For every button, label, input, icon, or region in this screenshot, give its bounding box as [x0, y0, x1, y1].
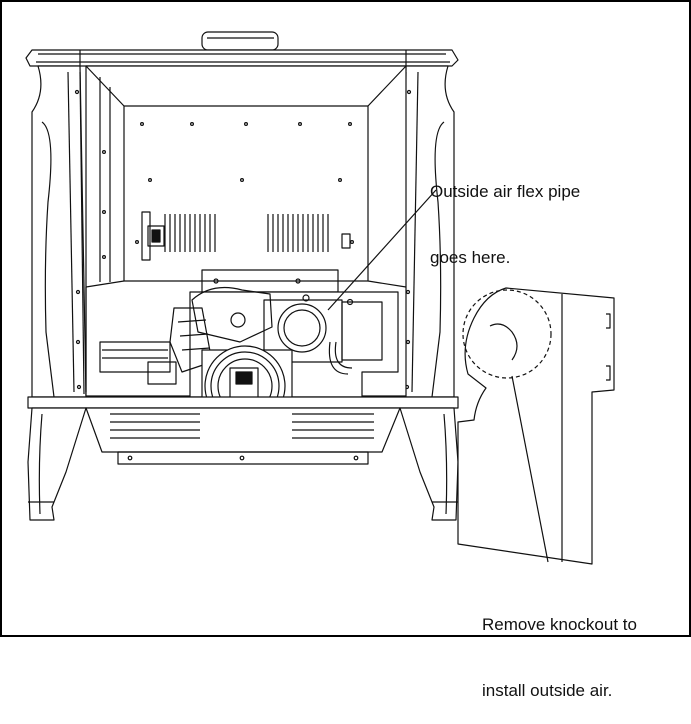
- lower-left-components: [85, 287, 177, 392]
- knockout-label-line2: install outside air.: [482, 681, 613, 700]
- flue-collar: [201, 31, 279, 51]
- outside-air-label-line2: goes here.: [430, 248, 511, 267]
- knockout-panel: [457, 287, 615, 565]
- knockout-label-line1: Remove knockout to: [482, 615, 637, 634]
- vent-left: [164, 214, 216, 252]
- power-receptacle: [141, 211, 351, 261]
- outside-air-label-line1: Outside air flex pipe: [430, 182, 581, 201]
- vent-right: [267, 214, 329, 252]
- stove-diagram: [25, 31, 615, 565]
- callout-lines: [327, 189, 549, 563]
- right-leg: [399, 407, 459, 521]
- left-side-panel: [31, 65, 87, 398]
- knockout-label: Remove knockout to install outside air.: [482, 570, 637, 724]
- left-leg: [27, 407, 87, 521]
- stove-top-cap: [25, 49, 459, 67]
- stove-base: [27, 396, 459, 465]
- diagram-frame: Outside air flex pipe goes here. Remove …: [0, 0, 691, 700]
- outside-air-label: Outside air flex pipe goes here.: [430, 137, 580, 291]
